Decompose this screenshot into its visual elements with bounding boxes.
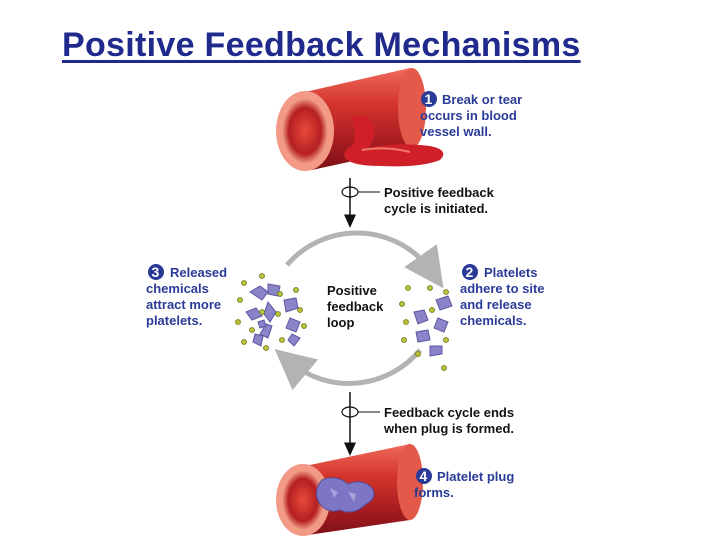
step-1-line-2: occurs in blood (420, 108, 517, 123)
step-1-line-1: Break or tear (442, 92, 522, 107)
note-ends: Feedback cycle ends when plug is formed. (341, 392, 514, 456)
step-4-line-2: forms. (414, 485, 454, 500)
step-1-line-3: vessel wall. (420, 124, 492, 139)
feedback-loop-arrows (274, 230, 444, 391)
center-loop-label: Positive feedback loop (327, 283, 384, 330)
page-title: Positive Feedback Mechanisms (62, 26, 581, 64)
step-4-line-1: Platelet plug (437, 469, 514, 484)
plugged-vessel-illustration (276, 444, 423, 536)
step-1-label: 1 Break or tear occurs in blood vessel w… (420, 91, 522, 139)
note-initiated-line-1: Positive feedback (384, 185, 495, 200)
step-2-line-1: Platelets (484, 265, 537, 280)
note-initiated: Positive feedback cycle is initiated. (341, 178, 495, 228)
step-3-line-1: Released (170, 265, 227, 280)
step-2-label: 2 Platelets adhere to site and release c… (460, 264, 545, 328)
note-ends-line-1: Feedback cycle ends (384, 405, 514, 420)
platelet-cluster-left (235, 273, 307, 351)
platelet-plug-icon (316, 477, 375, 513)
step-1-number: 1 (425, 91, 433, 107)
step-2-line-2: adhere to site (460, 281, 545, 296)
torn-vessel-illustration (276, 68, 444, 171)
step-3-line-2: chemicals (146, 281, 209, 296)
center-label-line-3: loop (327, 315, 354, 330)
step-3-line-4: platelets. (146, 313, 202, 328)
step-2-number: 2 (466, 264, 474, 280)
center-label-line-1: Positive (327, 283, 377, 298)
blood-pool-icon (344, 115, 444, 167)
step-3-line-3: attract more (146, 297, 221, 312)
step-4-label: 4 Platelet plug forms. (414, 468, 514, 500)
center-label-line-2: feedback (327, 299, 384, 314)
step-3-label: 3 Released chemicals attract more platel… (146, 264, 227, 328)
step-2-line-4: chemicals. (460, 313, 527, 328)
step-4-number: 4 (420, 468, 428, 484)
note-ends-line-2: when plug is formed. (383, 421, 514, 436)
step-2-line-3: and release (460, 297, 532, 312)
platelet-cluster-right (399, 285, 453, 371)
step-3-number: 3 (152, 264, 160, 280)
note-initiated-line-2: cycle is initiated. (384, 201, 488, 216)
